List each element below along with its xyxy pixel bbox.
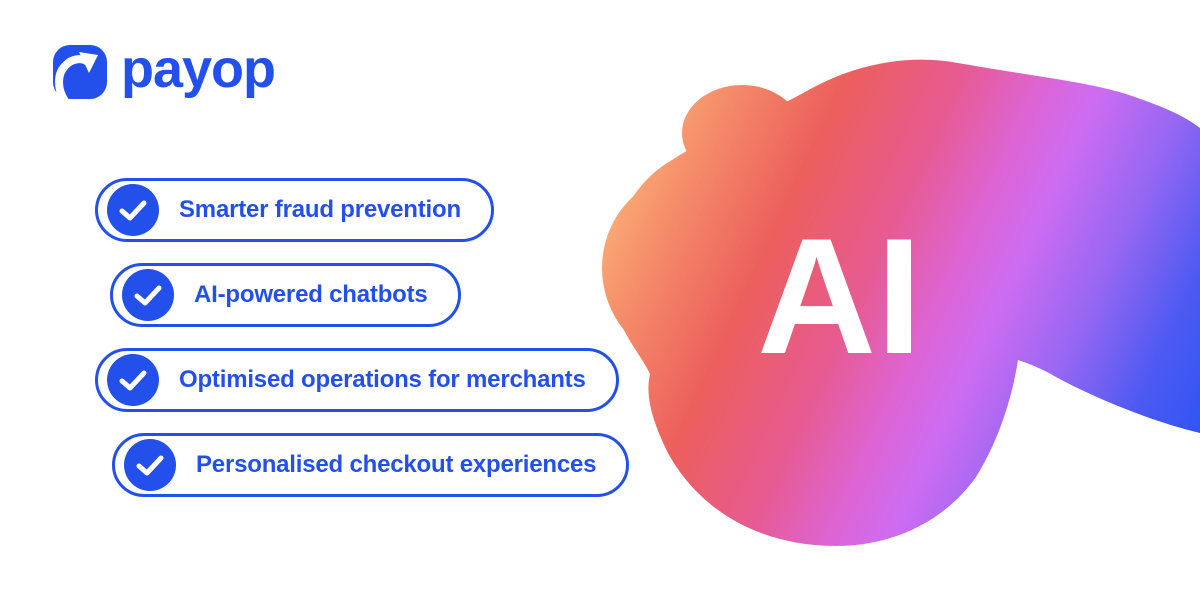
feature-pill-checkout: Personalised checkout experiences (112, 433, 630, 497)
feature-pill-operations: Optimised operations for merchants (95, 348, 619, 412)
payop-logo-icon (53, 45, 107, 100)
ai-headline: AI (757, 204, 922, 388)
blob-main-wave (609, 59, 1200, 547)
feature-label: Smarter fraud prevention (179, 196, 461, 223)
checkmark-icon (122, 269, 174, 321)
feature-label: Optimised operations for merchants (179, 366, 586, 393)
checkmark-icon (107, 184, 159, 236)
checkmark-icon (124, 439, 176, 491)
feature-pill-chatbots: AI-powered chatbots (110, 263, 461, 327)
payop-logo: payop (52, 39, 276, 100)
feature-label: Personalised checkout experiences (196, 451, 597, 478)
payop-wordmark: payop (121, 39, 276, 99)
feature-pill-fraud: Smarter fraud prevention (95, 178, 494, 242)
checkmark-icon (107, 354, 159, 406)
feature-label: AI-powered chatbots (194, 281, 428, 308)
